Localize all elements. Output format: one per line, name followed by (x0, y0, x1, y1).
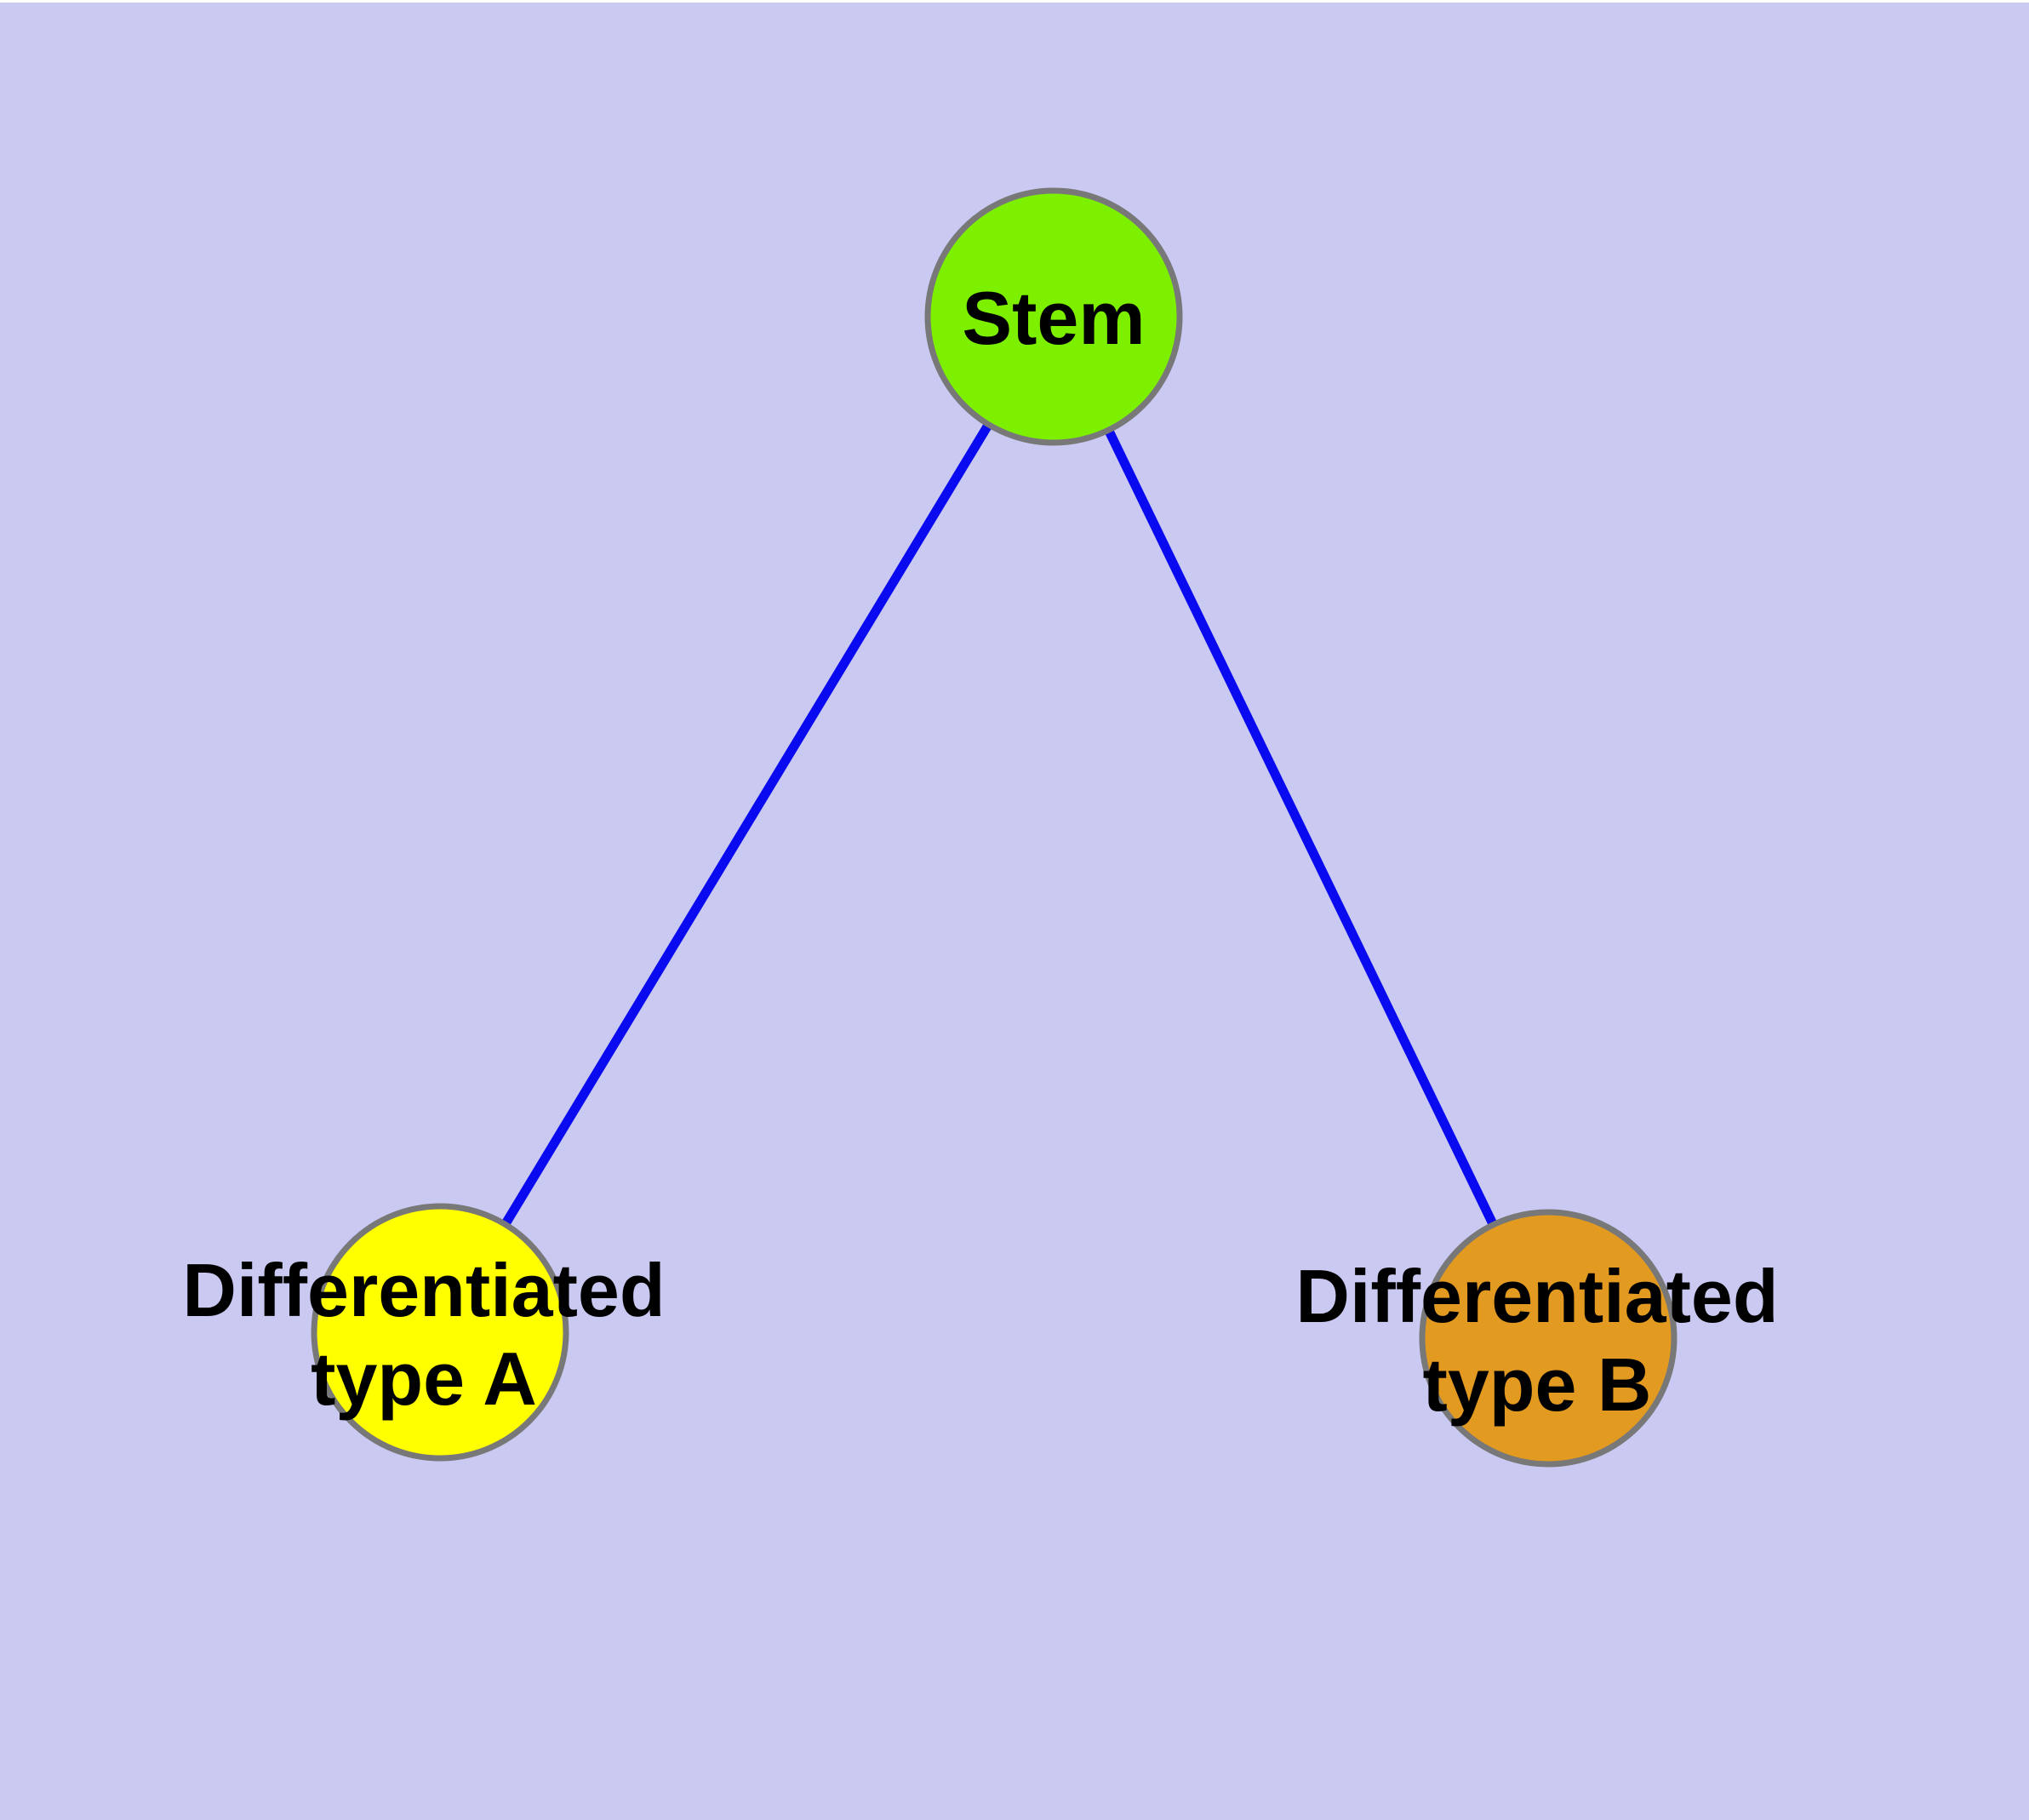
node-type-a-label-line1: Differentiated (182, 1248, 666, 1332)
node-stem-label-text: Stem (962, 276, 1146, 360)
node-type-b-label-line1: Differentiated (1295, 1254, 1779, 1338)
node-stem-label: Stem (962, 274, 1145, 363)
node-type-a-label: Differentiated type A (182, 1246, 665, 1423)
node-type-b-label: Differentiated type B (1295, 1252, 1778, 1429)
node-type-b-circle (1419, 1209, 1677, 1468)
node-type-a-label-line2: type A (311, 1336, 537, 1421)
edge-stem-to-type-a (436, 314, 1058, 1335)
top-margin-strip (0, 0, 2029, 3)
edge-stem-to-type-b (1049, 314, 1552, 1341)
node-type-a-circle (311, 1203, 569, 1462)
node-stem-circle (924, 187, 1183, 446)
node-type-b-label-line2: type B (1422, 1342, 1652, 1427)
